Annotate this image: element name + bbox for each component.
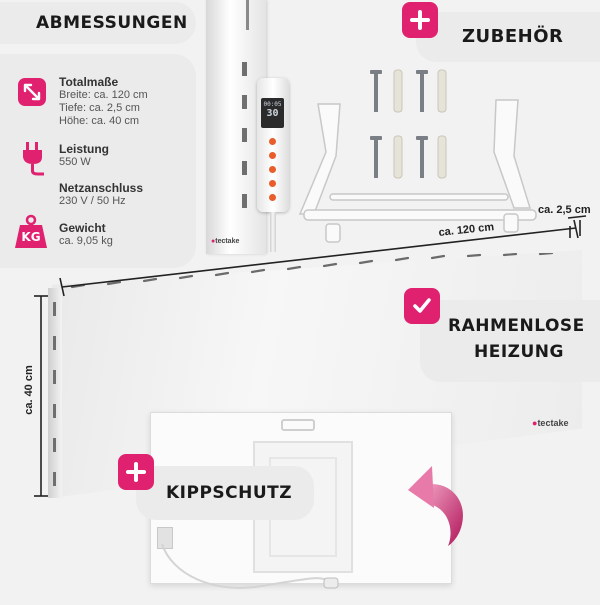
accessories-title: ZUBEHÖR: [462, 26, 564, 47]
spec-title: Gewicht: [59, 221, 106, 235]
spec-line: Höhe: ca. 40 cm: [59, 115, 140, 127]
rotate-arrow-icon: [404, 458, 474, 550]
weight-badge-text: KG: [21, 230, 41, 244]
thermostat-button[interactable]: [269, 138, 276, 145]
plus-icon: [402, 2, 438, 38]
tip-protection-title: KIPPSCHUTZ: [166, 483, 293, 503]
frameless-title-line1: RAHMENLOSE: [448, 316, 585, 336]
spec-weight: Gewicht ca. 9,05 kg: [59, 221, 113, 248]
weight-kg-icon: KG: [14, 214, 48, 250]
power-plug-icon: [18, 140, 48, 176]
thermostat-display: 00:05 30: [261, 98, 284, 128]
thermostat-button[interactable]: [269, 194, 276, 201]
depth-label: ca. 2,5 cm: [538, 204, 591, 216]
spec-title: Leistung: [59, 142, 109, 156]
frameless-title-line2: HEIZUNG: [474, 342, 564, 362]
heater-back-view: [150, 412, 452, 584]
plus-icon: [118, 454, 154, 490]
resize-arrows-icon: [18, 78, 46, 106]
spec-power: Leistung 550 W: [59, 142, 109, 169]
thermostat-button[interactable]: [269, 166, 276, 173]
thermostat-button[interactable]: [269, 152, 276, 159]
thermostat-button[interactable]: [269, 180, 276, 187]
foot-stand: [296, 96, 544, 246]
brand-logo-small: ●tectake: [211, 238, 240, 245]
spec-line: Tiefe: ca. 2,5 cm: [59, 102, 140, 114]
dimensions-header: ABMESSUNGEN: [0, 2, 196, 44]
screws-and-dowels: [360, 66, 456, 188]
accessories-header: ZUBEHÖR: [416, 12, 600, 62]
thermostat-time: 00:05: [263, 101, 282, 108]
spec-connection: Netzanschluss 230 V / 50 Hz: [59, 181, 143, 208]
spec-title: Totalmaße: [59, 75, 119, 89]
frameless-label: RAHMENLOSE HEIZUNG: [420, 300, 600, 382]
checkmark-icon: [404, 288, 440, 324]
spec-line: 230 V / 50 Hz: [59, 195, 126, 207]
height-label: ca. 40 cm: [23, 365, 35, 415]
heater-side-view: [206, 0, 266, 254]
spec-line: Breite: ca. 120 cm: [59, 89, 148, 101]
spec-title: Netzanschluss: [59, 181, 144, 195]
power-cable: [270, 212, 276, 252]
spec-total-dimensions: Totalmaße Breite: ca. 120 cm Tiefe: ca. …: [59, 75, 148, 128]
spec-line: ca. 9,05 kg: [59, 235, 113, 247]
power-cord: [152, 534, 352, 600]
thermostat-temperature: 30: [266, 108, 279, 119]
dimensions-title: ABMESSUNGEN: [36, 13, 188, 33]
panel-edge: [48, 288, 62, 498]
brand-logo: ●tectake: [532, 418, 569, 428]
spec-line: 550 W: [59, 156, 91, 168]
panel-slots: [62, 251, 562, 293]
tip-protection-label: KIPPSCHUTZ: [136, 466, 314, 520]
thermostat-unit: 00:05 30: [257, 78, 289, 212]
